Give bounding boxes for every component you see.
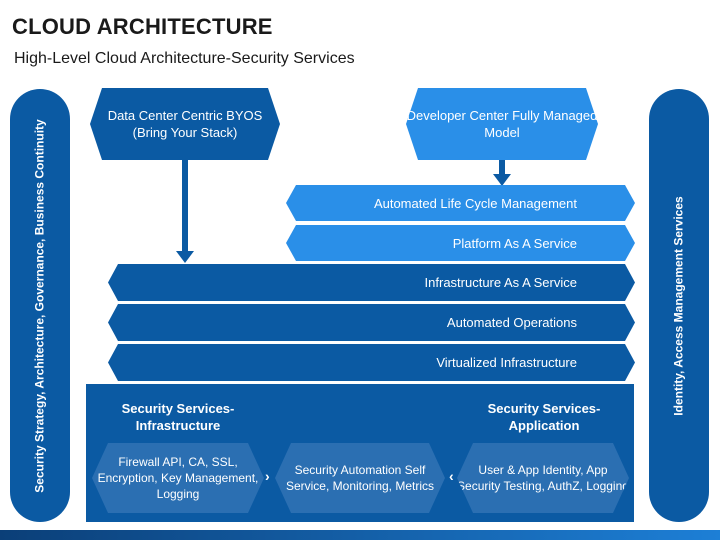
layer-iaas: Infrastructure As A Service bbox=[108, 264, 635, 301]
right-pillar-label: Identity, Access Management Services bbox=[671, 195, 686, 416]
byos-arrow-shaft bbox=[182, 160, 188, 252]
left-pillar-label: Security Strategy, Architecture, Governa… bbox=[32, 118, 47, 493]
layer-virtualized: Virtualized Infrastructure bbox=[108, 344, 635, 381]
bottom-accent-bar bbox=[0, 530, 720, 540]
layer-lifecycle: Automated Life Cycle Management bbox=[286, 185, 635, 221]
byos-arrow-head bbox=[176, 251, 194, 263]
layer-operations: Automated Operations bbox=[108, 304, 635, 341]
chevron-left-icon: ‹ bbox=[449, 468, 454, 484]
developer-box: Developer Center Fully Managed Model bbox=[406, 88, 598, 160]
byos-box: Data Center Centric BYOS (Bring Your Sta… bbox=[90, 88, 280, 160]
left-pillar: Security Strategy, Architecture, Governa… bbox=[10, 89, 70, 522]
right-pillar: Identity, Access Management Services bbox=[649, 89, 709, 522]
layer-paas: Platform As A Service bbox=[286, 225, 635, 261]
security-app-title: Security Services-Application bbox=[487, 401, 601, 433]
security-infra-box: Firewall API, CA, SSL, Encryption, Key M… bbox=[92, 443, 264, 513]
security-automation-box: Security Automation Self Service, Monito… bbox=[275, 443, 445, 513]
developer-arrow-head bbox=[493, 174, 511, 186]
chevron-right-icon: › bbox=[265, 468, 270, 484]
page-subtitle: High-Level Cloud Architecture-Security S… bbox=[14, 50, 355, 67]
developer-arrow-shaft bbox=[499, 160, 505, 175]
security-app-box: User & App Identity, App Security Testin… bbox=[457, 443, 629, 513]
security-infra-title: Security Services-Infrastructure bbox=[121, 401, 235, 433]
page-title: CLOUD ARCHITECTURE bbox=[12, 14, 273, 39]
